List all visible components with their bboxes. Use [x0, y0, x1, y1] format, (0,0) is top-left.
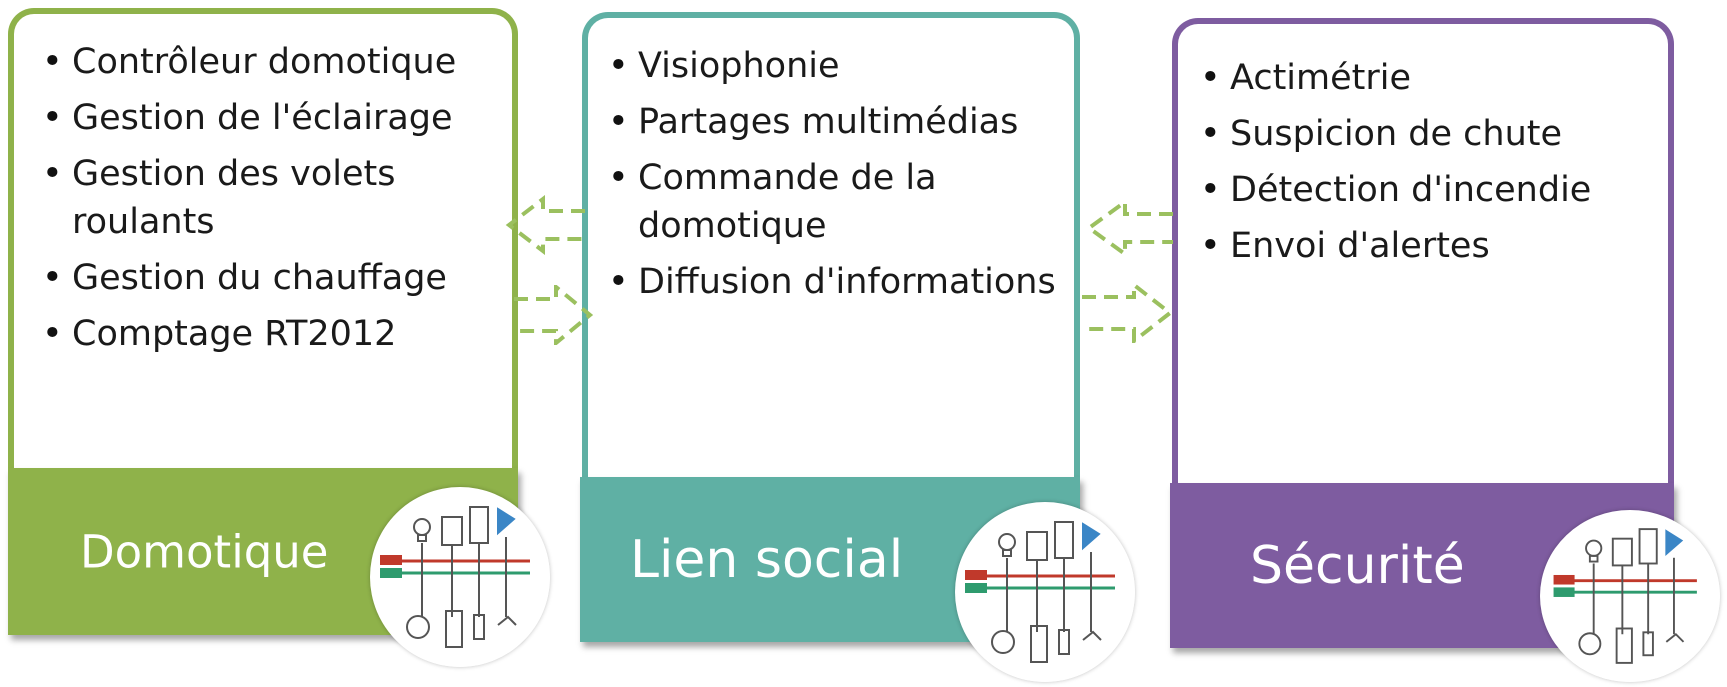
list-item: Partages multimédias — [604, 98, 1064, 146]
domotique-card: Contrôleur domotique Gestion de l'éclair… — [8, 8, 518, 468]
list-item: Gestion des volets roulants — [38, 150, 502, 246]
list-item: Détection d'incendie — [1196, 166, 1658, 214]
dashed-arrow-left-icon — [1085, 198, 1173, 258]
list-item: Contrôleur domotique — [38, 38, 502, 86]
list-item: Gestion de l'éclairage — [38, 94, 502, 142]
dashed-arrow-left-icon — [505, 195, 585, 255]
securite-feature-list: Actimétrie Suspicion de chute Détection … — [1196, 54, 1658, 270]
lien-social-title: Lien social — [630, 529, 904, 590]
home-automation-network-icon — [370, 487, 550, 667]
list-item: Suspicion de chute — [1196, 110, 1658, 158]
lien-social-feature-list: Visiophonie Partages multimédias Command… — [604, 42, 1064, 306]
lien-social-card: Visiophonie Partages multimédias Command… — [582, 12, 1080, 477]
domotique-feature-list: Contrôleur domotique Gestion de l'éclair… — [38, 38, 502, 358]
dashed-arrow-right-icon — [1082, 283, 1174, 343]
securite-card: Actimétrie Suspicion de chute Détection … — [1172, 18, 1674, 483]
dashed-arrow-right-icon — [514, 285, 594, 345]
home-automation-network-icon — [1540, 510, 1720, 682]
list-item: Comptage RT2012 — [38, 310, 502, 358]
list-item: Visiophonie — [604, 42, 1064, 90]
domotique-title: Domotique — [80, 525, 329, 578]
list-item: Commande de la domotique — [604, 154, 1064, 250]
list-item: Diffusion d'informations — [604, 258, 1064, 306]
securite-title: Sécurité — [1250, 535, 1465, 596]
home-automation-network-icon — [955, 502, 1135, 682]
list-item: Actimétrie — [1196, 54, 1658, 102]
list-item: Envoi d'alertes — [1196, 222, 1658, 270]
list-item: Gestion du chauffage — [38, 254, 502, 302]
